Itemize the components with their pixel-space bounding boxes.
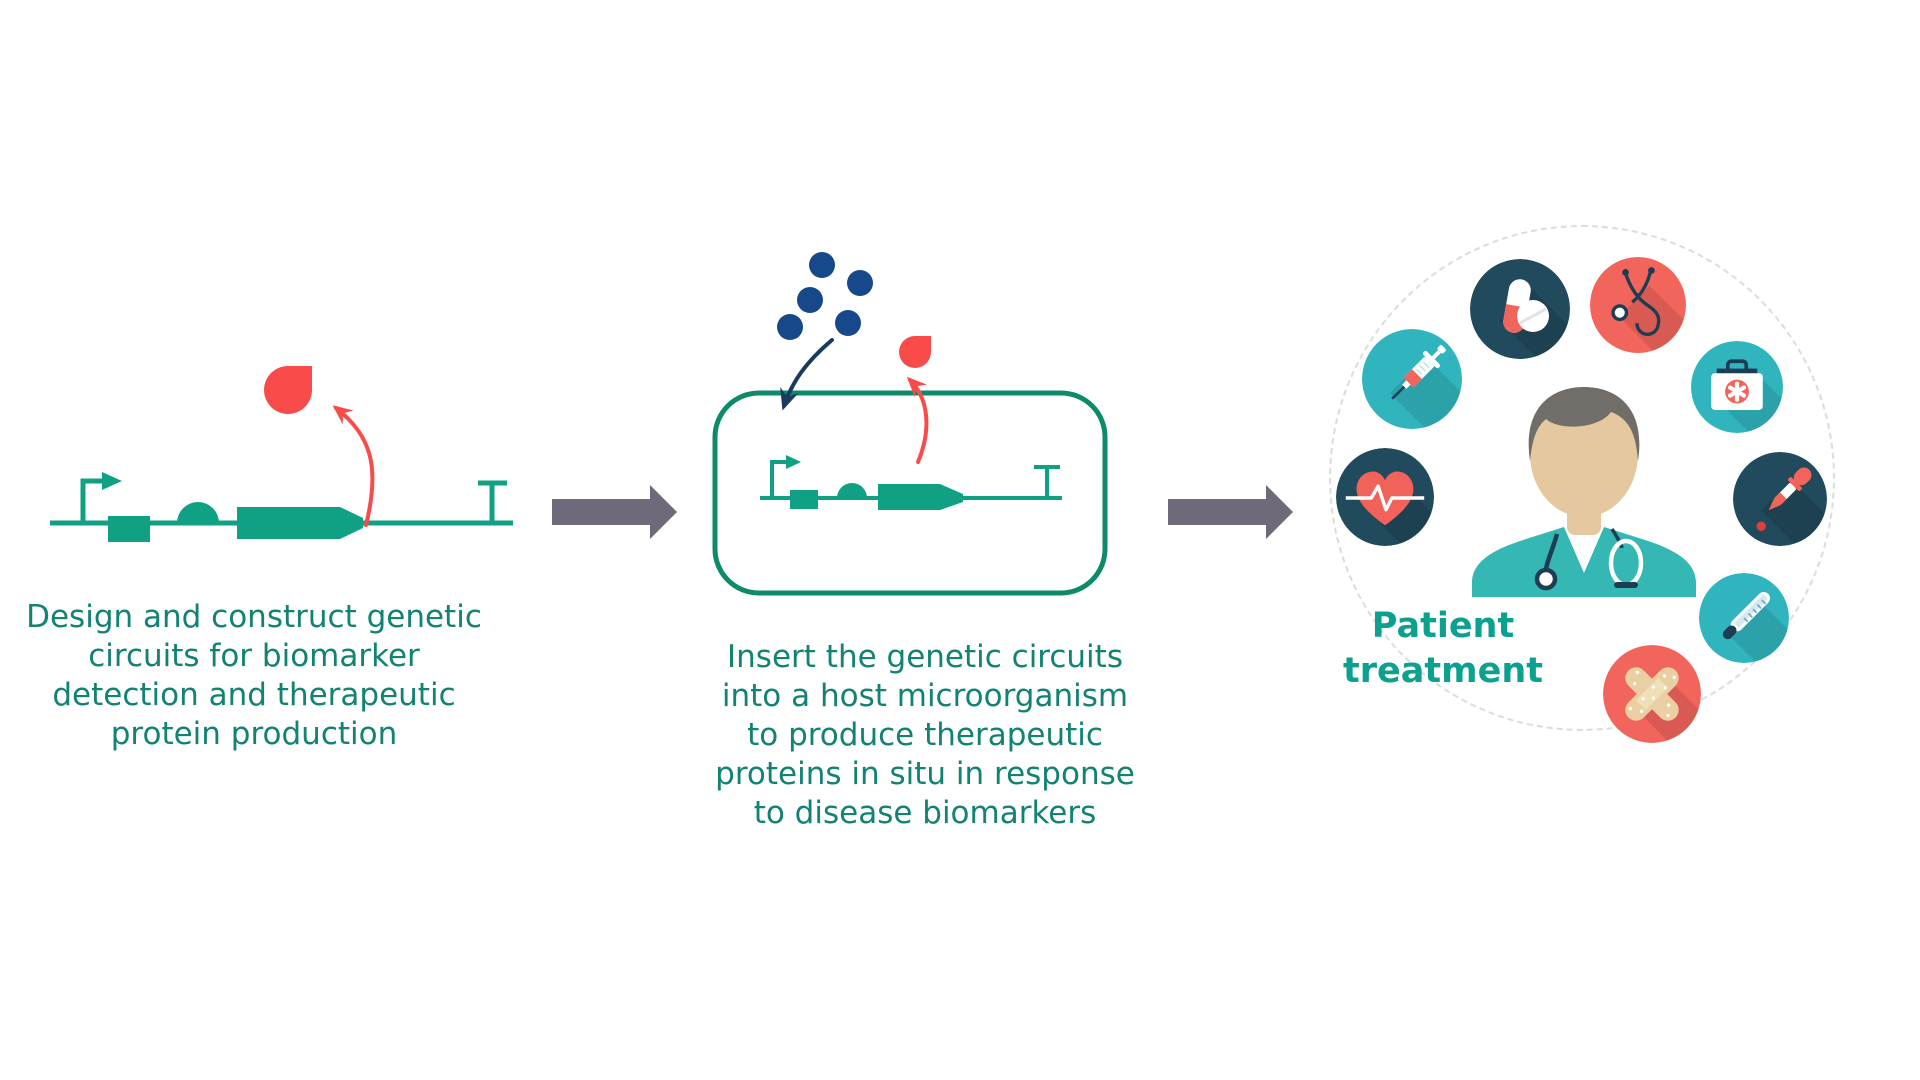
operator-box xyxy=(790,490,818,509)
promoter-arrow xyxy=(770,460,786,498)
stethoscope-yoke xyxy=(1614,582,1638,588)
terminator xyxy=(1034,465,1060,498)
flow-arrow-1-icon xyxy=(552,485,677,539)
rbs-semicircle xyxy=(177,502,219,523)
terminator xyxy=(478,480,507,523)
biomarker-entry-arrow xyxy=(780,338,834,411)
protein-droplet-icon xyxy=(264,366,312,414)
biomarker-dot xyxy=(847,270,873,296)
host-cell-diagram xyxy=(712,252,1108,596)
promoter-arrowhead-icon xyxy=(786,455,801,469)
first-aid-kit-icon xyxy=(1691,341,1783,433)
genetic-circuit-diagram xyxy=(50,366,513,542)
undershirt xyxy=(1560,523,1608,595)
stethoscope-connector xyxy=(1610,528,1624,549)
thermometer-icon xyxy=(1699,573,1789,663)
stethoscope-icon xyxy=(1590,257,1686,353)
biomarker-dot xyxy=(777,314,803,340)
biomarker-dot xyxy=(809,252,835,278)
dropper-icon xyxy=(1733,452,1827,546)
doctor-avatar xyxy=(1472,387,1696,597)
syringe-icon xyxy=(1362,329,1462,429)
promoter-arrow xyxy=(80,478,102,523)
protein-droplet-icon xyxy=(899,336,931,368)
expression-arrow xyxy=(332,405,375,527)
inner-genetic-circuit xyxy=(760,455,1062,510)
biomarker-dot xyxy=(835,310,861,336)
biomarker-dots xyxy=(777,252,873,340)
scrubs xyxy=(1472,527,1696,597)
promoter-arrowhead-icon xyxy=(102,472,122,490)
operator-box xyxy=(108,516,150,542)
step-insert-caption: Insert the genetic circuits into a host … xyxy=(715,639,1135,832)
expression-arrow xyxy=(906,376,929,464)
cds-gene-arrow xyxy=(878,484,963,510)
cds-gene-arrow xyxy=(237,507,363,539)
heart-ekg-icon xyxy=(1336,448,1434,546)
capsule-pill-icon xyxy=(1470,259,1570,359)
bandage-icon xyxy=(1603,645,1701,743)
hair xyxy=(1528,387,1640,461)
patient-treatment-circle xyxy=(1329,225,1835,743)
stethoscope-chestpiece-icon xyxy=(1534,567,1558,591)
patient-treatment-label: Patient treatment xyxy=(1343,606,1543,691)
flow-arrow-2-icon xyxy=(1168,485,1293,539)
rbs-semicircle xyxy=(837,483,867,498)
step-design-caption: Design and construct genetic circuits fo… xyxy=(26,599,482,753)
biomarker-dot xyxy=(797,287,823,313)
